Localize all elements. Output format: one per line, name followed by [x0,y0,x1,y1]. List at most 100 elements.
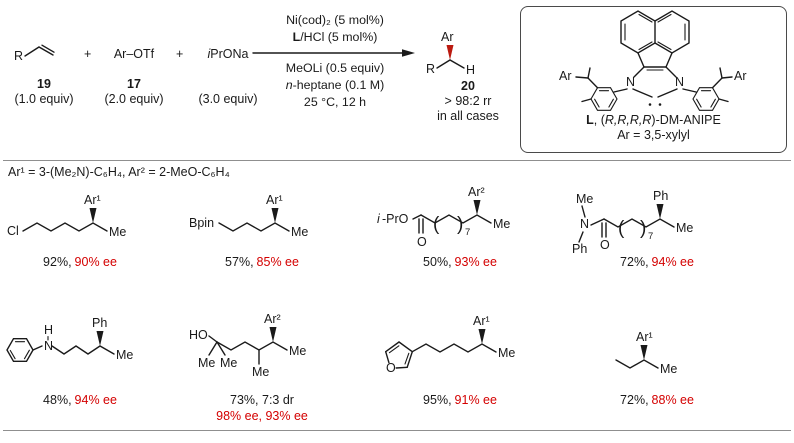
skeleton-bonds [615,359,659,369]
ligand-stereodescriptors: R,R,R,R [604,113,652,127]
structure-arylbutane: Ar¹ Me [615,330,677,376]
yield-value: 57%, [225,255,254,269]
yield-caption: 73%, 7:3 dr [182,392,342,408]
methyl-label: Me [660,362,677,376]
nitrogen-label: N [44,339,53,353]
aryl-label: Ar² [264,312,281,326]
carbene-lone-pair-dot [658,103,661,106]
condition-solvent-rest: -heptane (0.1 M) [292,78,385,92]
aryl-triflate-caption: 17 (2.0 equiv) [94,77,174,107]
ee-value: 85% ee [256,255,299,269]
product-aryl-label: Ar [441,30,454,44]
nitrogen-label: N [626,75,635,89]
skeleton-bonds [420,214,492,224]
aryl-definitions: Ar¹ = 3-(Me₂N)-C₆H₄, Ar² = 2-MeO-C₆H₄ [8,165,230,179]
stereo-wedge [640,345,648,360]
yield-value: 50%, [423,255,452,269]
divider-bottom [3,430,791,431]
stereo-wedge [269,327,277,342]
ee-value: 98% ee, 93% ee [216,409,308,423]
yield-caption: 57%,85% ee [182,254,342,270]
yield-caption: 92%,90% ee [0,254,160,270]
skeleton-bonds [22,222,108,232]
gem-methyl-label: Me [198,356,215,370]
yield-value: 95%, [423,393,452,407]
skeleton-bonds [603,218,675,228]
aromatic-bond [9,349,16,360]
aryl-label: Ar¹ [473,314,490,328]
methyl-label: Me [493,217,510,231]
stereo-wedge [656,204,664,219]
condition-ligand-rest: /HCl (5 mol%) [300,30,378,44]
bond [32,345,43,351]
alkoxide-italic-prefix: i [207,47,211,61]
product-cell-3: i -PrO O ( ) 7 Ar² Me 50%,93% ee [377,185,540,270]
repeat-paren-open: ( [433,214,440,235]
alkoxide-caption: (3.0 equiv) [188,77,268,107]
r-group-label: R [14,49,23,63]
compound-number-17: 17 [127,77,141,91]
ee-value: 94% ee [651,255,694,269]
condition-solvent: n-heptane (0.1 M) [246,77,424,94]
alkene-equiv: (1.0 equiv) [14,92,74,106]
bond [208,335,218,343]
product-caption: 20 > 98:2 rr in all cases [410,79,526,124]
oxygen-label: O [600,238,610,252]
product-cell-7: O Ar¹ Me 95%,91% ee [380,298,540,408]
isopropoxy-label: -PrO [382,212,409,226]
n-aryl-right: Ar [681,67,746,111]
alkene-caption: 19 (1.0 equiv) [2,77,86,107]
structure-ester: i -PrO O ( ) 7 Ar² Me [377,185,510,249]
alkene-structure: R [14,44,55,63]
aryl-triflate-formula: Ar–OTf [113,47,155,61]
ligand-bold-symbol: L [586,113,594,127]
branch-methyl-label: Me [252,365,269,379]
nitrogen-label: N [580,217,589,231]
bond [208,341,218,356]
skeleton-bonds [51,345,115,355]
phenyl-ring [6,338,34,362]
regioselectivity-note: in all cases [437,109,499,123]
product-cell-6: HO Me Me Me Ar² Me 73%, 7:3 dr 98% ee, 9… [182,298,342,424]
product-structure: Ar R H [426,30,475,77]
product-bonds [436,59,465,69]
structure-chloroalkane: Cl Ar¹ Me [7,193,126,239]
structure-aniline: N H Ph Me [6,316,133,362]
bond [578,231,584,243]
product-cell-4: Me N Ph O ( ) 7 Ph Me 72%,94% ee [572,186,737,270]
aryl-label: Ar¹ [636,330,653,344]
ee-value: 94% ee [74,393,117,407]
bond [412,214,422,220]
structure-alcohol: HO Me Me Me Ar² Me [189,312,306,379]
methyl-label: Me [116,348,133,362]
divider-top [3,160,791,161]
yield-value: 72%, [620,255,649,269]
ee-value: 93% ee [454,255,497,269]
skeleton-bonds [411,343,497,353]
methyl-label: Me [498,346,515,360]
condition-temperature: 25 °C, 12 h [303,95,367,109]
product-cell-5: N H Ph Me 48%,94% ee [0,298,160,408]
alkene-bonds [24,46,54,57]
repeat-paren-close: ) [640,218,646,239]
aryl-label: Ar¹ [84,193,101,207]
bond [581,205,586,218]
yield-caption: 72%,88% ee [577,392,737,408]
phenyl-label: Ph [92,316,107,330]
product-r-label: R [426,62,435,76]
methyl-label: Me [676,221,693,235]
methyl-label: Me [291,225,308,239]
n-aryl-left: Ar [559,67,628,111]
bond [216,341,226,356]
hydroxyl-label: HO [189,328,208,342]
reaction-conditions: Ni(cod)₂ (5 mol%) L/HCl (5 mol%) MeOLi (… [246,12,424,111]
chloro-label: Cl [7,224,19,238]
yield-caption: 95%,91% ee [380,392,540,408]
arrowhead [402,49,415,57]
structure-amide: Me N Ph O ( ) 7 Ph Me [572,189,693,256]
product-cell-8: Ar¹ Me 72%,88% ee [577,298,737,408]
alkoxide-formula: iPrONa [188,47,268,62]
alkoxide-equiv: (3.0 equiv) [198,92,258,106]
bond [590,218,605,226]
